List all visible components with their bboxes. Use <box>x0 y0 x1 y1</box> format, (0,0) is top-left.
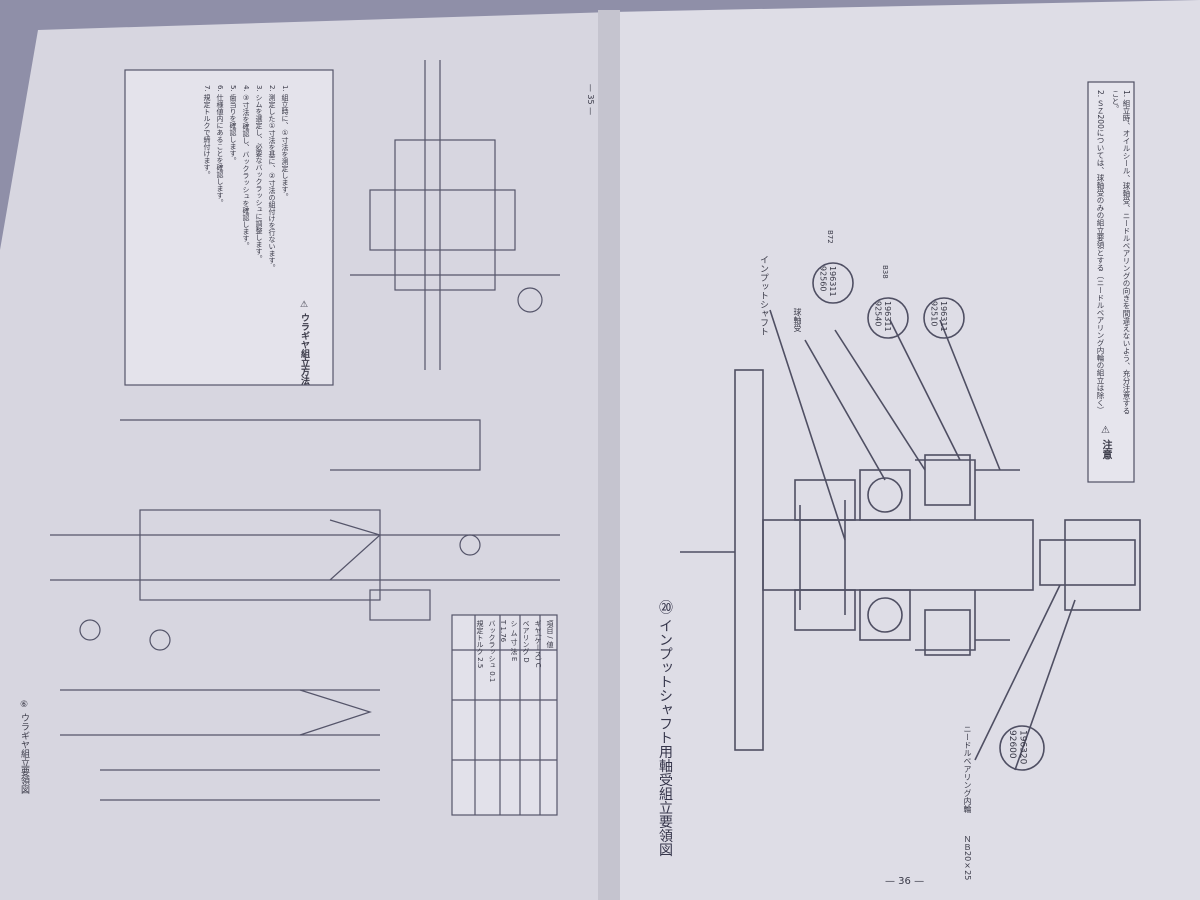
note-item: 2. 測定した①寸法を基に、②寸法の組付けを行ないます。 <box>268 85 276 271</box>
caution-box <box>1087 81 1135 483</box>
table-row: 規定トルク 2.5 <box>476 620 484 669</box>
note-title: ⚠ ウラギヤ組立方法 <box>299 300 309 386</box>
right-page <box>600 0 1200 900</box>
left-page-header: ⑥ ウラギヤ組立要領図 <box>19 700 29 794</box>
caution-items: 1. 組立時、オイルシール、球軸受、ニードルベアリングの向きを間違えないよう、充… <box>1092 90 1132 420</box>
caution-item: 1. 組立時、オイルシール、球軸受、ニードルベアリングの向きを間違えないよう、充… <box>1111 90 1131 415</box>
note-item: 5. 歯当りを確認します。 <box>229 85 237 164</box>
input-shaft-drawing <box>680 262 1141 771</box>
left-drawings <box>50 60 560 816</box>
table-row: ギヤ(ケース) C <box>534 620 542 668</box>
ball-bearing <box>859 469 911 521</box>
note-item: 3. シムを選定し、必要なバックラッシュに調整します。 <box>255 85 263 262</box>
right-page-number: — 36 — <box>885 876 925 887</box>
table-header: 項目 / 値 <box>546 620 554 648</box>
left-page-number: — 35 — <box>586 83 596 116</box>
part-tag: B38 <box>881 265 889 279</box>
label-ball-bearing: 球軸受 <box>793 308 802 332</box>
label-needle-bearing: ニードルベアリング内輪 <box>963 725 972 813</box>
note-item: 4. ③寸法を確認し、バックラッシュを確認します。 <box>242 85 250 249</box>
spec-table: 項目 / 値 ギヤ(ケース) C ベアリング D シ ム 寸 法 E T 1.7… <box>455 620 555 812</box>
table-row: ベアリング D <box>522 620 530 663</box>
label-input-shaft: インプットシャフト <box>758 255 768 336</box>
table-row: バックラッシュ 0.1 <box>488 620 496 683</box>
gutter-shadow <box>598 10 620 900</box>
table-row: シ ム 寸 法 E <box>510 620 518 662</box>
right-page-title: ⑳ インプットシャフト用軸受組立要領図 <box>657 600 673 857</box>
table-row: T 1.76 <box>499 620 507 643</box>
note-item: 7. 規定トルクで締付けます。 <box>203 85 211 178</box>
caution-title: ⚠ 注意 <box>1100 425 1111 460</box>
note-item: 6. 仕様値内にあることを確認します。 <box>216 85 224 206</box>
label-size: ＮＢ20×25 <box>963 835 972 881</box>
part-tag: B72 <box>826 230 834 244</box>
needle-bearing <box>1039 539 1136 586</box>
caution-item: 2. ＳＺ200については、球軸受のみの組立要領とする（ニードルベアリング内輪の… <box>1096 90 1105 414</box>
note-box <box>124 69 334 386</box>
note-item: 1. 組立時に、①寸法を測定します。 <box>281 85 289 200</box>
note-items: 1. 組立時に、①寸法を測定します。 2. 測定した①寸法を基に、②寸法の組付け… <box>140 85 290 375</box>
